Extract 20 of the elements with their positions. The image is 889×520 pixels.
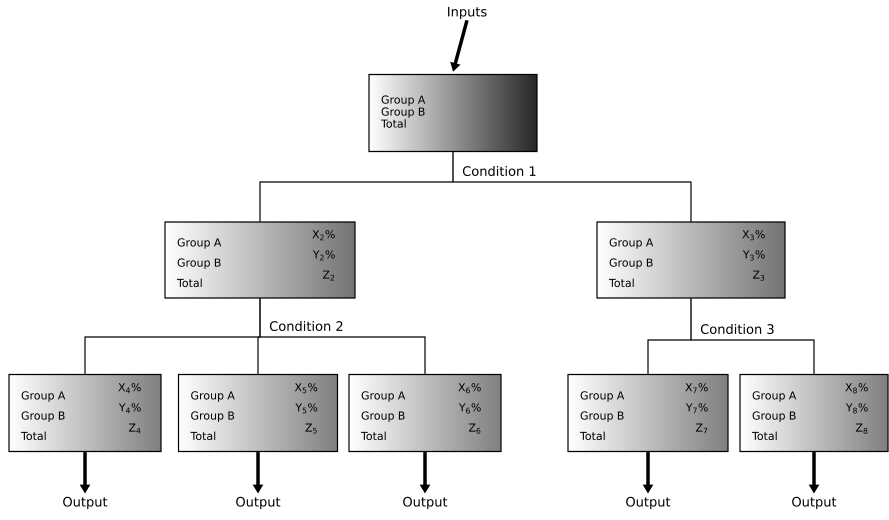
data-box: Group A Group B Total bbox=[368, 74, 538, 152]
data-box: Group A X$_{6}$% Group B Y$_{6}$% Total Z$_{6}$ bbox=[348, 374, 502, 452]
node-label: Output bbox=[792, 496, 836, 510]
edge-label: Condition 1 bbox=[461, 164, 538, 178]
data-box: Group A X$_{4}$% Group B Y$_{4}$% Total Z$_{4}$ bbox=[8, 374, 162, 452]
data-box: Group A X$_{5}$% Group B Y$_{5}$% Total Z$_{5}$ bbox=[178, 374, 338, 452]
connector-line bbox=[690, 298, 815, 374]
node-label: Inputs bbox=[448, 6, 487, 20]
edge-label: Condition 2 bbox=[268, 320, 345, 332]
data-box: Group A X$_{2}$% Group B Y$_{2}$% Total Z$_{2}$ bbox=[164, 221, 356, 299]
connector-line bbox=[259, 298, 426, 374]
connector-line bbox=[452, 152, 692, 222]
data-box: Group A X$_{7}$% Group B Y$_{7}$% Total Z$_{7}$ bbox=[567, 374, 729, 452]
data-box: Group A X$_{3}$% Group B Y$_{3}$% Total Z$_{3}$ bbox=[596, 221, 786, 299]
edge-label: Condition 3 bbox=[699, 322, 776, 336]
node-label: Output bbox=[63, 496, 108, 510]
node-label: Output bbox=[626, 496, 670, 510]
node-label: Output bbox=[403, 496, 448, 510]
data-box: Group A X$_{8}$% Group B Y$_{8}$% Total Z$_{8}$ bbox=[739, 374, 889, 452]
node-label: Output bbox=[236, 496, 280, 510]
